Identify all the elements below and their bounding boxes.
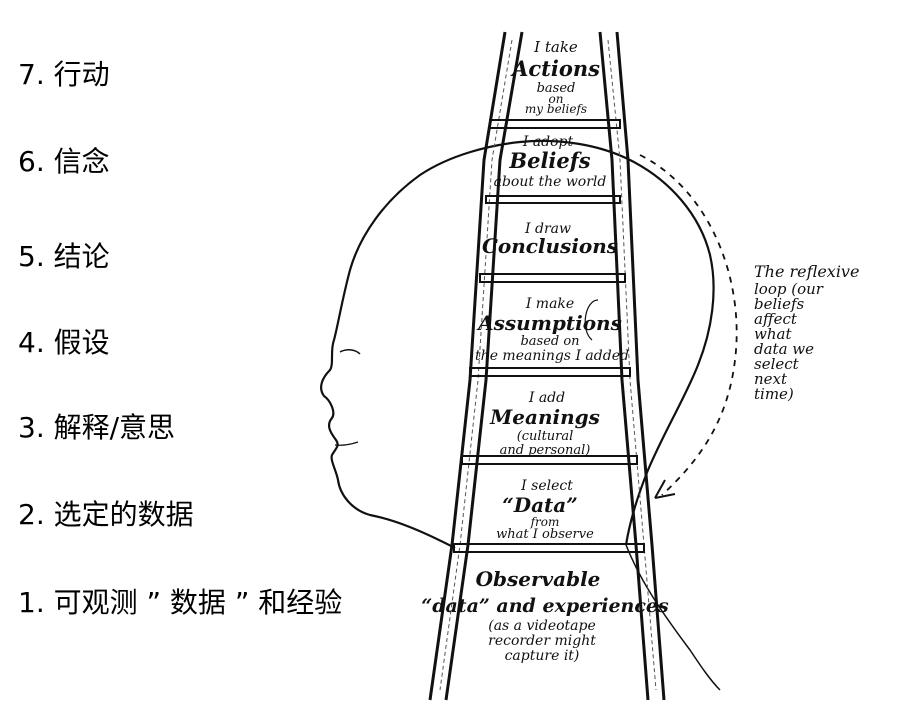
rung-5 xyxy=(461,455,638,465)
loop-note-line: next xyxy=(754,370,788,388)
reflexive-loop-arrowhead xyxy=(654,479,676,499)
reflexive-loop-arrow xyxy=(639,154,738,496)
rung-data-sub1: from xyxy=(530,515,560,529)
rung-meanings-sub1: (cultural xyxy=(517,429,574,444)
mouth xyxy=(334,441,359,446)
loop-note-line: beliefs xyxy=(754,295,805,313)
head-profile xyxy=(320,139,715,549)
label-beliefs: 6. 信念 xyxy=(18,145,110,178)
rung-4 xyxy=(469,367,631,377)
rung-observable-title: Observable xyxy=(476,567,601,591)
label-assumptions: 4. 假设 xyxy=(18,326,110,359)
rung-beliefs-title: Beliefs xyxy=(508,148,590,173)
neck-line xyxy=(625,544,721,691)
label-conclusions: 5. 结论 xyxy=(18,240,110,273)
rung-meanings-title: Meanings xyxy=(489,405,600,429)
eye xyxy=(339,349,361,355)
rung-beliefs-small: I adopt xyxy=(522,134,574,150)
rung-observable-sub3: capture it) xyxy=(505,648,580,664)
rung-1 xyxy=(489,119,621,129)
rung-actions-sub2: on xyxy=(549,92,564,106)
rung-actions-sub1: based xyxy=(537,81,576,96)
loop-note-line: select xyxy=(754,355,800,373)
reflexive-loop-note: The reflexive loop (our beliefs affect w… xyxy=(754,262,859,403)
rung-data-sub2: what I observe xyxy=(496,527,594,542)
rung-conclusions-title: Conclusions xyxy=(482,234,618,258)
rung-6 xyxy=(453,543,645,553)
rung-assumptions-small: I make xyxy=(525,296,574,312)
rung-3 xyxy=(479,273,626,283)
label-observable-data: 1. 可观测 ” 数据 ” 和经验 xyxy=(18,586,343,619)
rung-assumptions-sub2: the meanings I added xyxy=(475,348,629,364)
label-meanings: 3. 解释/意思 xyxy=(18,411,176,444)
loop-note-line: loop (our xyxy=(754,280,824,298)
label-actions: 7. 行动 xyxy=(18,58,110,91)
loop-note-line: The reflexive xyxy=(754,262,859,281)
ladder-rails xyxy=(428,31,666,701)
rung-observable-sub2: recorder might xyxy=(488,633,596,649)
label-selected-data: 2. 选定的数据 xyxy=(18,498,194,531)
rung-2 xyxy=(485,195,621,204)
rung-meanings-sub2: and personal) xyxy=(500,443,591,458)
rung-data-small: I select xyxy=(520,478,573,494)
rung-meanings-small: I add xyxy=(528,390,565,406)
rung-assumptions-title: Assumptions xyxy=(476,311,622,335)
ladder-rungs xyxy=(453,119,645,553)
rung-actions-small: I take xyxy=(533,38,578,56)
rung-data-title: “Data” xyxy=(502,493,578,517)
loop-note-line: time) xyxy=(754,385,794,403)
rung-beliefs-sub1: about the world xyxy=(494,174,607,190)
ear xyxy=(584,299,599,341)
loop-note-line: what xyxy=(754,325,792,343)
rung-conclusions-small: I draw xyxy=(524,221,571,237)
loop-note-line: affect xyxy=(754,310,798,328)
rung-observable-title2: “data” and experiences xyxy=(421,595,669,617)
rung-actions-sub3: my beliefs xyxy=(525,102,587,116)
rung-observable-sub1: (as a videotape xyxy=(488,618,596,634)
rung-assumptions-sub1: based on xyxy=(520,334,579,349)
rung-actions-title: Actions xyxy=(510,56,600,81)
loop-note-line: data we xyxy=(754,340,814,358)
